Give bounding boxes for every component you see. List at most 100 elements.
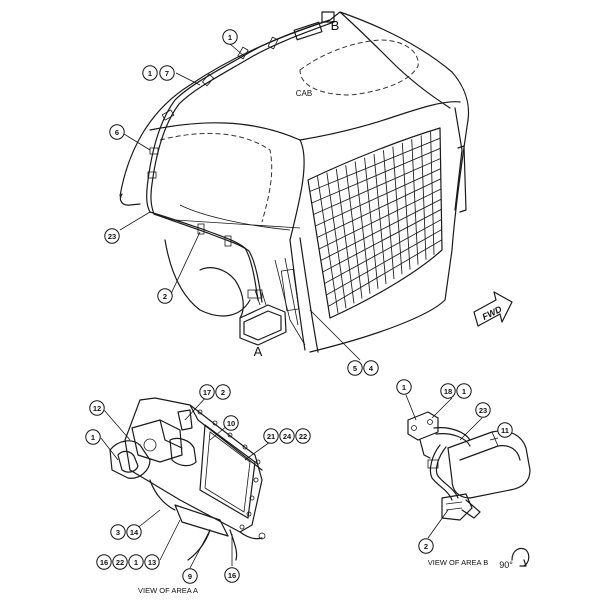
callout-10: 10: [223, 415, 239, 431]
callout-number: 14: [130, 528, 139, 537]
callout-6: 6: [109, 124, 125, 140]
view-area-b-title: VIEW OF AREA B: [428, 558, 488, 567]
callout-circle: [144, 554, 160, 570]
callout-circle: [112, 554, 128, 570]
callout-circle: [110, 524, 126, 540]
callout-5: 5: [347, 360, 363, 376]
callout-circle: [89, 400, 105, 416]
callout-number: 24: [283, 432, 292, 441]
view-area-b-illustration: [407, 411, 531, 521]
callout-23-b: 23: [475, 402, 491, 418]
callout-circle: [396, 379, 412, 395]
callout-number: 16: [228, 571, 236, 580]
callout-2-main: 2: [157, 288, 173, 304]
callout-number: 22: [299, 432, 307, 441]
callout-16-b: 16: [224, 567, 240, 583]
callout-circle: [224, 567, 240, 583]
cab-illustration: [119, 11, 470, 353]
callout-number: 2: [163, 292, 167, 301]
callout-circle: [85, 429, 101, 445]
callout-12: 12: [89, 400, 105, 416]
callout-2-a: 2: [215, 384, 231, 400]
callout-11: 11: [497, 422, 513, 438]
callout-number: 1: [228, 33, 232, 42]
callout-circle: [497, 422, 513, 438]
callout-number: 22: [116, 558, 124, 567]
cab-mesh-screen: [307, 127, 443, 319]
callout-13: 13: [144, 554, 160, 570]
callout-number: 1: [462, 387, 466, 396]
callout-number: 1: [91, 433, 95, 442]
callout-number: 10: [227, 419, 235, 428]
callout-number: 12: [93, 404, 101, 413]
callout-circle: [222, 29, 238, 45]
callout-18: 18: [440, 383, 456, 399]
rotation-90-icon: 90°: [499, 547, 530, 570]
callout-1-bv2: 1: [456, 383, 472, 399]
callout-circle: [126, 524, 142, 540]
callout-1-a: 1: [85, 429, 101, 445]
callout-22-b: 22: [112, 554, 128, 570]
callout-7: 7: [159, 65, 175, 81]
main-harness-route: [146, 11, 335, 346]
callout-circle: [456, 383, 472, 399]
callout-number: 23: [108, 232, 116, 241]
callout-number: 21: [267, 432, 275, 441]
leader-lines: [100, 43, 499, 569]
callout-number: 2: [221, 388, 225, 397]
callout-1-b: 1: [128, 554, 144, 570]
callout-circle: [295, 428, 311, 444]
callout-1-left: 1: [142, 65, 158, 81]
callout-number: 16: [100, 558, 108, 567]
callout-number: 3: [116, 528, 120, 537]
callout-circle: [363, 360, 379, 376]
callout-number: 7: [165, 69, 169, 78]
callout-circle: [96, 554, 112, 570]
callout-circle: [215, 384, 231, 400]
callout-circle: [440, 383, 456, 399]
callout-16-a: 16: [96, 554, 112, 570]
callout-circle: [104, 228, 120, 244]
callout-number: 11: [501, 426, 509, 435]
callout-circle: [159, 65, 175, 81]
callout-4: 4: [363, 360, 379, 376]
callout-17: 17: [199, 384, 215, 400]
rotation-label: 90°: [499, 560, 513, 570]
callout-1-bv: 1: [396, 379, 412, 395]
callout-number: 5: [353, 364, 357, 373]
callout-number: 1: [134, 558, 138, 567]
callout-circle: [263, 428, 279, 444]
callout-circle: [142, 65, 158, 81]
callout-circle: [182, 568, 198, 584]
area-b-marker: B: [331, 18, 340, 33]
callout-circle: [475, 402, 491, 418]
callout-number: 4: [369, 364, 374, 373]
callout-circle: [223, 415, 239, 431]
callout-number: 9: [188, 572, 192, 581]
callout-21: 21: [263, 428, 279, 444]
callout-number: 17: [203, 388, 211, 397]
callout-circle: [157, 288, 173, 304]
view-area-a-illustration: [109, 397, 266, 561]
callout-circle: [109, 124, 125, 140]
callout-circle: [199, 384, 215, 400]
view-area-a-title: VIEW OF AREA A: [138, 586, 198, 595]
callout-number: 13: [148, 558, 156, 567]
callout-circle: [128, 554, 144, 570]
callout-2-b: 2: [418, 538, 434, 554]
callout-circle: [279, 428, 295, 444]
callout-number: 1: [402, 383, 406, 392]
callout-number: 18: [444, 387, 452, 396]
area-a-marker: A: [254, 344, 263, 359]
callout-9: 9: [182, 568, 198, 584]
callout-number: 23: [479, 406, 487, 415]
callout-circle: [347, 360, 363, 376]
callout-14: 14: [126, 524, 142, 540]
callout-23-main: 23: [104, 228, 120, 244]
callout-number: 2: [424, 542, 428, 551]
callout-22-a: 22: [295, 428, 311, 444]
callout-1-top: 1: [222, 29, 238, 45]
callout-number: 6: [115, 128, 119, 137]
